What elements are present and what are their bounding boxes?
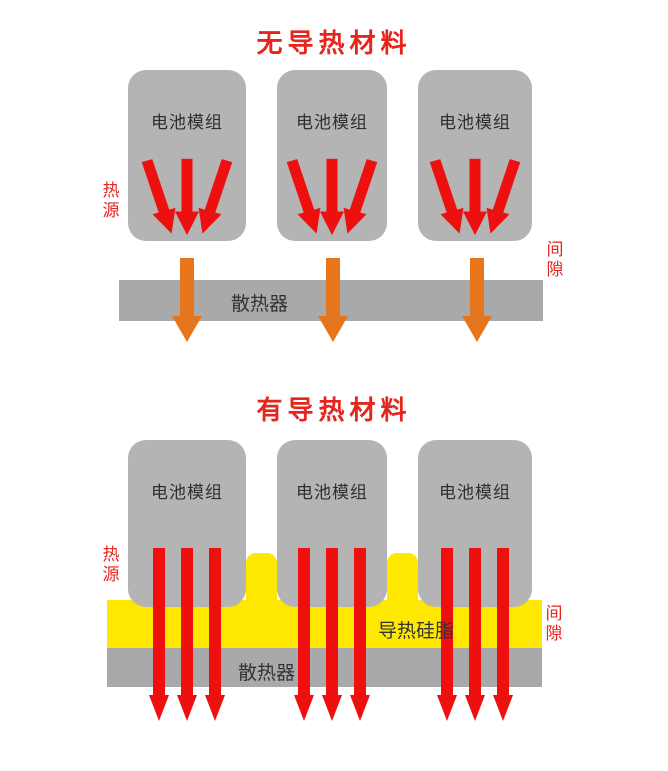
arrow-head: [322, 695, 342, 721]
battery-module: 电池模组: [277, 70, 387, 241]
heat-flow-arrow-icon: [462, 258, 492, 342]
thermal-grease-bump: [387, 553, 418, 603]
arrow-shaft: [469, 548, 481, 695]
arrow-head: [437, 695, 457, 721]
heat-stripe-arrow-icon: [174, 548, 200, 721]
thermal-grease-bump: [246, 553, 277, 603]
heat-arrows-icon: [280, 157, 384, 237]
heat-stripe-arrow-icon: [146, 548, 172, 721]
battery-module-label: 电池模组: [296, 113, 368, 132]
arrow-head: [149, 695, 169, 721]
heatsink-label: 散热器: [231, 294, 289, 315]
battery-module-label: 电池模组: [439, 483, 511, 502]
battery-module: 电池模组: [418, 70, 532, 241]
heat-flow-arrow-icon: [172, 258, 202, 342]
gap-label: 间隙: [545, 604, 563, 643]
heat-stripe-arrow-icon: [462, 548, 488, 721]
arrow-head: [318, 316, 348, 342]
arrow-shaft: [326, 258, 340, 316]
arrow-shaft: [153, 548, 165, 695]
battery-module-label: 电池模组: [296, 483, 368, 502]
battery-module-label: 电池模组: [151, 113, 223, 132]
arrow-shaft: [180, 258, 194, 316]
arrow-head: [465, 695, 485, 721]
title-with-thermal-material: 有导热材料: [256, 395, 412, 425]
arrow-shaft: [470, 258, 484, 316]
arrow-shaft: [441, 548, 453, 695]
arrow-head: [177, 695, 197, 721]
arrow-shaft: [209, 548, 221, 695]
arrow-head: [205, 695, 225, 721]
battery-module-label: 电池模组: [151, 483, 223, 502]
heat-stripe-arrow-icon: [319, 548, 345, 721]
arrow-head: [350, 695, 370, 721]
heat-flow-arrow-icon: [318, 258, 348, 342]
arrow-shaft: [181, 548, 193, 695]
heat-stripe-arrow-icon: [291, 548, 317, 721]
heat-arrows-icon: [423, 157, 527, 237]
heat-arrows-icon: [135, 157, 239, 237]
arrow-shaft: [298, 548, 310, 695]
arrow-shaft: [354, 548, 366, 695]
heat-stripe-arrow-icon: [202, 548, 228, 721]
arrow-head: [493, 695, 513, 721]
heat-stripe-arrow-icon: [434, 548, 460, 721]
title-no-thermal-material: 无导热材料: [256, 28, 412, 58]
heat-source-label: 热源: [102, 181, 120, 220]
arrow-shaft: [497, 548, 509, 695]
heat-source-label: 热源: [102, 545, 120, 584]
arrow-head: [294, 695, 314, 721]
arrow-shaft: [326, 548, 338, 695]
gap-label: 间隙: [546, 240, 564, 279]
battery-module-label: 电池模组: [439, 113, 511, 132]
arrow-head: [172, 316, 202, 342]
heat-stripe-arrow-icon: [347, 548, 373, 721]
heatsink-label: 散热器: [238, 663, 296, 684]
arrow-head: [462, 316, 492, 342]
heat-stripe-arrow-icon: [490, 548, 516, 721]
battery-module: 电池模组: [128, 440, 246, 607]
battery-module: 电池模组: [128, 70, 246, 241]
thermal-grease-label: 导热硅脂: [378, 621, 455, 642]
